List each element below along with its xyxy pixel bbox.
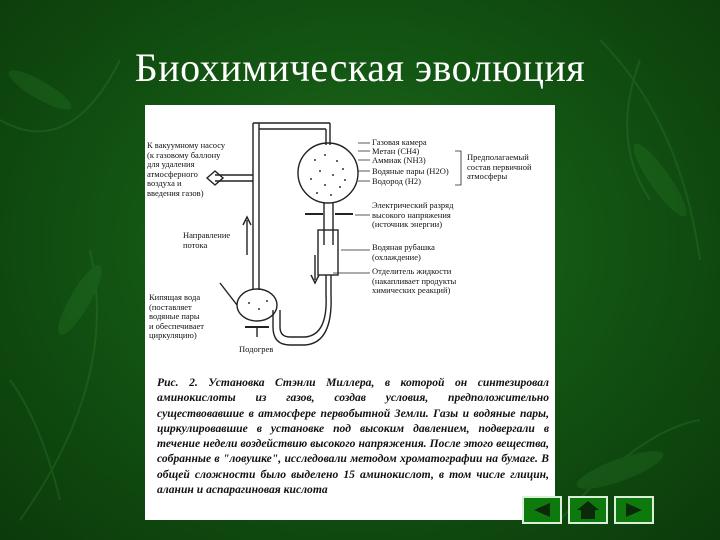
figure-panel: К вакуумному насосу (к газовому баллону …	[145, 105, 555, 520]
label-heating: Подогрев	[239, 345, 273, 355]
gas-chamber	[298, 143, 358, 203]
triangle-left-icon	[524, 498, 560, 522]
label-flow-direction: Направление потока	[183, 231, 230, 250]
slide-title: Биохимическая эволюция	[0, 44, 720, 91]
forward-button[interactable]	[614, 496, 654, 524]
label-liquid-separator: Отделитель жидкости (накапливает продукт…	[372, 267, 456, 296]
home-icon	[570, 498, 606, 522]
label-water-jacket: Водяная рубашка (охлаждение)	[372, 243, 435, 262]
label-vacuum-pump: К вакуумному насосу (к газовому баллону …	[147, 141, 237, 198]
label-presumed-atmosphere: Предполагаемый состав первичной атмосфер…	[467, 153, 532, 182]
figure-caption: Рис. 2. Установка Стэнли Миллера, в кото…	[157, 375, 549, 497]
label-boiling-water: Кипящая вода (поставляет водяные пары и …	[149, 293, 204, 341]
triangle-right-icon	[616, 498, 652, 522]
label-ammonia: Аммиак (NH3)	[372, 156, 426, 166]
label-hydrogen: Водород (H2)	[372, 177, 421, 187]
back-button[interactable]	[522, 496, 562, 524]
home-button[interactable]	[568, 496, 608, 524]
label-electric-discharge: Электрический разряд высокого напряжения…	[372, 201, 453, 230]
